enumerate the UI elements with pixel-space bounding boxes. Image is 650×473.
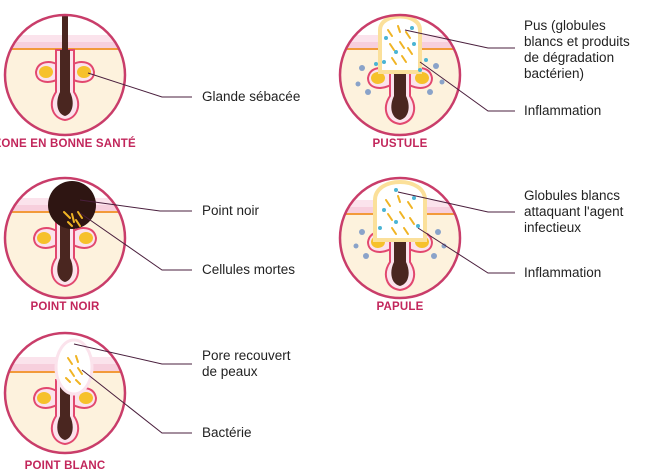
caption-pustule: PUSTULE (372, 138, 428, 150)
label-cellules-mortes: Cellules mortes (202, 262, 296, 277)
inflammation-marks (355, 63, 445, 95)
caption-whitehead: POINT BLANC (24, 460, 106, 472)
dead-cells (63, 211, 83, 227)
pustule-illustration (338, 13, 462, 137)
label-inflammation-pustule: Inflammation (524, 103, 602, 118)
healthy-circle-outline (3, 13, 127, 137)
covered-pore (54, 338, 94, 396)
blackhead-plug (48, 181, 96, 229)
papule-illustration (338, 176, 462, 300)
caption-healthy: ZONE EN BONNE SANTÉ (0, 138, 136, 150)
label-point-noir: Point noir (202, 203, 260, 218)
leader-lines (73, 29, 515, 434)
label-pore-recouvert: Pore recouvert de peaux (202, 348, 291, 379)
leader-globules (397, 191, 515, 213)
sebaceous-gland-right (69, 61, 96, 83)
leader-cellules (79, 212, 192, 271)
label-inflammation-papule: Inflammation (524, 265, 602, 280)
whitehead-illustration (3, 331, 127, 455)
label-glande-sebacee: Glande sébacée (202, 89, 301, 104)
caption-papule: PAPULE (376, 301, 424, 313)
label-globules-blancs: Globules blancs attaquant l'agent infect… (524, 188, 624, 235)
leader-point-noir (79, 199, 192, 212)
leader-pore (73, 343, 192, 365)
leader-glande (87, 72, 192, 98)
healthy-skin-illustration (3, 13, 127, 137)
label-bacterie: Bactérie (202, 425, 252, 440)
hair-shaft (62, 15, 68, 52)
pus-pocket (378, 15, 422, 74)
sebaceous-gland-left (34, 61, 61, 83)
leader-bacterie (81, 369, 192, 434)
label-pus: Pus (globules blancs et produits de dégr… (524, 18, 630, 81)
bacteria-cluster (65, 355, 83, 385)
white-blood-cells (374, 26, 428, 72)
leader-pus (404, 29, 515, 49)
leader-inflammation-papule (417, 227, 515, 274)
leader-inflammation-pustule (419, 61, 515, 112)
caption-blackhead: POINT NOIR (30, 301, 100, 313)
